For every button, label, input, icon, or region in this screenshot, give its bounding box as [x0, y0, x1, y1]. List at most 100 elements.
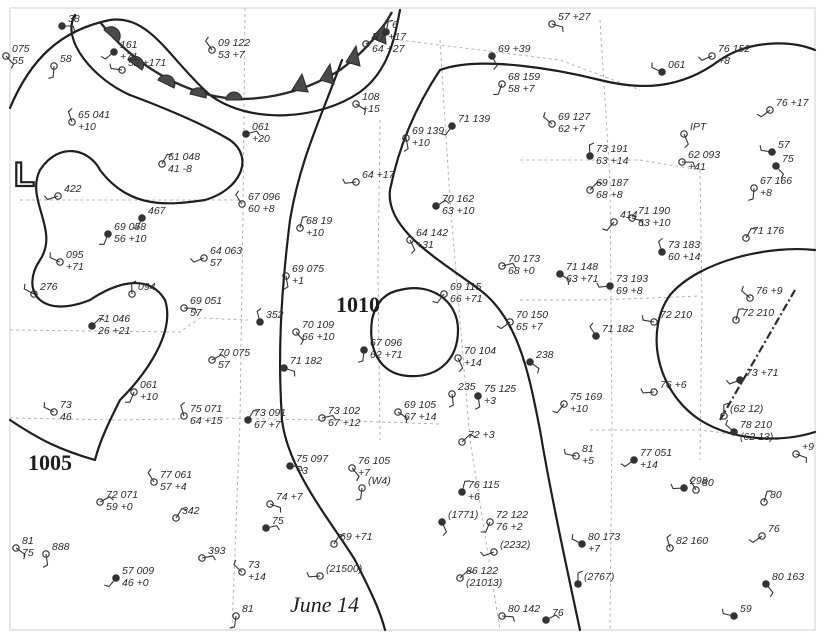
station-circle — [456, 574, 464, 582]
station-top-value: 298 — [689, 475, 708, 487]
station-plot: 73 +71 — [725, 367, 778, 385]
station-plot: 095+71 — [49, 249, 84, 273]
station-plot: 161+71 — [100, 39, 138, 63]
station-circle — [746, 294, 754, 302]
station-plot: 72 210 — [732, 307, 774, 324]
station-plot: 75 097+3 — [286, 453, 329, 477]
station-bottom-value: +10 — [570, 403, 588, 415]
station-top-value: 67 096 — [370, 337, 402, 349]
wind-barb — [552, 403, 565, 414]
station-circle — [238, 568, 246, 576]
station-bottom-value: 57 — [218, 359, 231, 371]
station-circle — [180, 412, 188, 420]
wind-barb — [43, 195, 59, 201]
wind-barb — [441, 521, 448, 536]
station-top-value: (21500) — [326, 563, 362, 575]
wind-barb — [551, 23, 564, 33]
station-plot: (2767) — [574, 570, 614, 588]
station-bottom-value: 26 +21 — [97, 325, 130, 337]
wind-barb — [641, 315, 655, 323]
wind-barb — [180, 401, 186, 417]
front — [99, 11, 394, 101]
station-circle — [666, 544, 674, 552]
station-bottom-value: 58 +7 — [508, 83, 536, 95]
station-top-value: 57 009 — [122, 565, 154, 577]
station-top-value: 888 — [52, 541, 70, 553]
wind-barb — [99, 496, 114, 503]
station-top-value: 69 187 — [596, 177, 629, 189]
station-circle — [548, 120, 556, 128]
station-top-value: 77 051 — [640, 447, 672, 459]
station-top-value: 69 051 — [190, 295, 222, 307]
station-bottom-value: 66 +71 — [450, 293, 482, 305]
station-circle — [498, 80, 506, 88]
station-circle — [572, 452, 580, 460]
station-plot: 77 051+14 — [620, 447, 672, 471]
station-bottom-value: 55 — [12, 55, 24, 67]
station-plot: 74 +7 — [266, 491, 304, 513]
station-circle — [628, 214, 636, 222]
station-top-value: 393 — [208, 545, 226, 557]
wind-barb — [109, 63, 123, 71]
station-plot: 76 +17 — [756, 97, 810, 118]
station-top-value: 71 148 — [566, 261, 598, 273]
station-top-value: 58 — [60, 53, 72, 65]
station-bottom-value: +10 — [78, 121, 96, 133]
station-top-value: 75 125 — [484, 383, 516, 395]
station-top-value: 64 +17 — [362, 169, 396, 181]
wind-barb — [748, 535, 763, 543]
station-bottom-value: +31 — [416, 239, 434, 251]
station-bottom-value: 53 +7 — [218, 49, 246, 61]
station-top-value: 72 +3 — [468, 429, 495, 441]
station-top-value: 414 — [620, 209, 638, 221]
wind-barb — [67, 107, 73, 123]
station-circle — [282, 272, 290, 280]
station-plot: 108+15 — [352, 91, 380, 115]
station-plot: 69 +39 — [488, 43, 531, 70]
wind-barb — [775, 165, 785, 179]
station-plot: 393 — [198, 545, 226, 562]
state-borders — [9, 7, 781, 631]
station-circle — [506, 318, 514, 326]
wind-barb — [42, 553, 49, 568]
wind-barb — [283, 275, 289, 290]
station-plot: 467 — [132, 205, 167, 229]
station-bottom-value: 65 +7 — [516, 321, 544, 333]
station-bottom-value: +7 — [588, 543, 601, 555]
station-plot: 59 — [721, 603, 752, 620]
wind-barb — [588, 142, 595, 157]
wind-barb — [748, 187, 755, 201]
station-circle — [792, 450, 800, 458]
station-top-value: 72 071 — [106, 489, 138, 501]
wind-barb — [295, 331, 304, 345]
station-top-value: 52 +171 — [128, 57, 166, 69]
wind-barb — [745, 227, 757, 239]
station-bottom-value: 41 -8 — [168, 163, 192, 175]
station-circle — [296, 224, 304, 232]
wind-barb — [795, 453, 807, 463]
station-plot: (1771) — [438, 509, 478, 536]
wind-barb — [459, 569, 473, 579]
station-bottom-value: 63 +10 — [442, 205, 475, 217]
station-circle — [318, 414, 326, 422]
wind-barb — [233, 559, 243, 573]
wind-barb — [385, 19, 394, 33]
station-top-value: 75 — [272, 515, 284, 527]
low-pressure-center: L — [14, 156, 35, 194]
station-bottom-value: 57 — [210, 257, 223, 269]
station-circle — [440, 290, 448, 298]
wind-barb — [496, 321, 511, 330]
station-circle — [708, 52, 716, 60]
station-circle — [292, 328, 300, 336]
station-top-value: 69 075 — [292, 263, 324, 275]
station-top-value: 73 — [60, 399, 72, 411]
